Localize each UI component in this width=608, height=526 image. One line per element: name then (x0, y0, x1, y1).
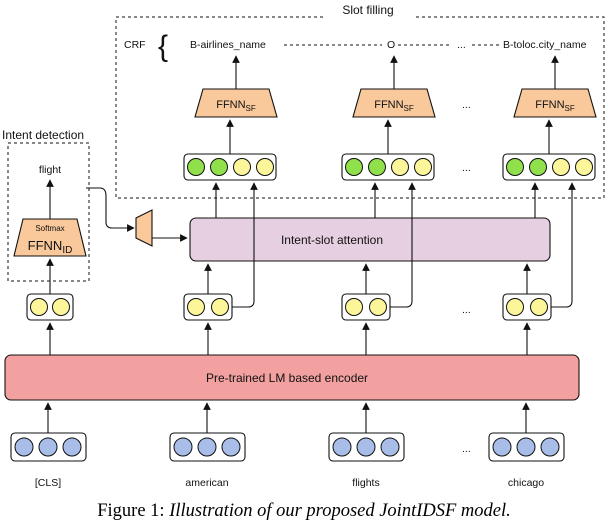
input-vector-flights (328, 432, 405, 462)
ffnn-sf-1: FFNNSF (194, 88, 278, 118)
hidden-vector-chicago (502, 293, 552, 321)
slot-filling-title: Slot filling (342, 3, 393, 17)
ffnn-sf-1-sub: SF (246, 104, 256, 113)
intent-projection (135, 209, 153, 247)
hidden-vector-american (183, 293, 233, 321)
green-vector-ellipsis: ... (462, 162, 471, 174)
svg-text:FFNNSF: FFNNSF (216, 99, 256, 113)
caption-prefix: Figure 1: (97, 501, 169, 521)
green-vector-3 (502, 153, 596, 181)
input-token-american: american (185, 477, 228, 489)
slot-output-3: B-toloc.city_name (503, 39, 587, 51)
slot-output-2: O (387, 39, 395, 51)
input-vector-american (169, 432, 246, 462)
attention-label: Intent-slot attention (281, 233, 383, 247)
input-vector-ellipsis: ... (462, 443, 471, 455)
green-vector-2 (341, 153, 435, 181)
ffnn-sf-2: FFNNSF (352, 88, 436, 118)
svg-text:FFNNSF: FFNNSF (374, 99, 414, 113)
intent-detection-title: Intent detection (2, 128, 84, 142)
skip-flights (390, 182, 416, 308)
skip-american (232, 182, 258, 308)
svg-text:FFNNID: FFNNID (28, 238, 73, 256)
pretrained-encoder (4, 354, 580, 401)
softmax-label: Softmax (35, 224, 64, 233)
ffnn-sf-2-sub: SF (404, 104, 414, 113)
input-token-flights: flights (352, 477, 379, 489)
intent-output: flight (39, 164, 61, 176)
slot-output-1: B-airlines_name (190, 39, 266, 51)
ffnn-sf-2-main: FFNN (374, 99, 403, 111)
input-token-chicago: chicago (508, 477, 544, 489)
ffnn-sf-3-sub: SF (565, 104, 575, 113)
crf-label: CRF (124, 39, 146, 51)
hidden-vector-cls (26, 293, 74, 321)
ffnn-id-sub: ID (62, 245, 72, 256)
slot-filling-region (115, 16, 605, 199)
encoder-label: Pre-trained LM based encoder (206, 371, 368, 385)
hidden-vector-flights (341, 293, 391, 321)
input-vector-chicago (488, 432, 565, 462)
input-vector-cls (10, 432, 87, 462)
intent-detection-region (7, 142, 90, 282)
ffnn-ellipsis: ... (462, 99, 471, 111)
skip-chicago (551, 182, 576, 308)
ffnn-sf-3: FFNNSF (513, 88, 597, 118)
intent-slot-attention (189, 217, 551, 262)
input-token-cls: [CLS] (35, 477, 61, 489)
crf-ellipsis: ... (457, 39, 466, 51)
ffnn-sf-3-main: FFNN (535, 99, 564, 111)
figure-caption: Figure 1: Illustration of our proposed J… (97, 501, 511, 521)
arrow-ffnn-id-projection (86, 187, 135, 232)
hidden-vector-ellipsis: ... (462, 304, 471, 316)
ffnn-sf-1-main: FFNN (216, 99, 245, 111)
green-vector-1 (183, 153, 277, 181)
slot-filling-title-bg (323, 3, 413, 18)
caption-text: Illustration of our proposed JointIDSF m… (168, 501, 511, 521)
svg-text:FFNNSF: FFNNSF (535, 99, 575, 113)
crf-brace: { (158, 30, 168, 63)
ffnn-id: Softmax FFNNID (13, 218, 87, 257)
ffnn-id-main: FFNN (28, 238, 63, 253)
